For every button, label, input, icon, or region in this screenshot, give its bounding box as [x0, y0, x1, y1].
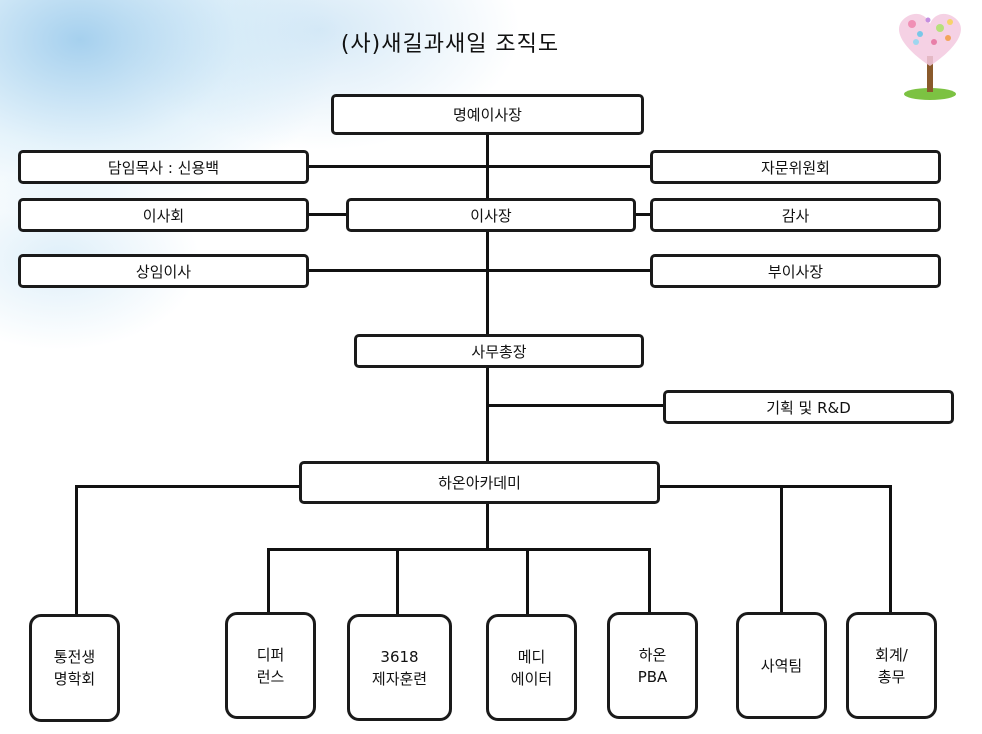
unit-difference: 디퍼 런스	[225, 612, 316, 719]
secretary-general-box: 사무총장	[354, 334, 644, 368]
unit-difference-line2: 런스	[256, 667, 285, 686]
connector-academy-left	[75, 485, 301, 488]
unit-medi: 메디 에이터	[486, 614, 577, 721]
connector-main-1	[486, 133, 489, 203]
unit-disciple: 3618 제자훈련	[347, 614, 452, 721]
advisory-box: 자문위원회	[650, 150, 941, 184]
planning-box: 기획 및 R&D	[663, 390, 954, 424]
unit-disciple-line2: 제자훈련	[371, 669, 428, 688]
connector-tongjeon-drop	[75, 485, 78, 616]
advisory-label: 자문위원회	[760, 158, 830, 177]
connector-pba-drop	[648, 548, 651, 613]
unit-mission: 사역팀	[736, 612, 827, 719]
vice-chair-box: 부이사장	[650, 254, 941, 288]
audit-label: 감사	[781, 206, 810, 225]
chair-label: 이사장	[470, 206, 512, 225]
connector-pastor	[307, 165, 652, 168]
board-box: 이사회	[18, 198, 309, 232]
academy-box: 하온아카데미	[299, 461, 660, 504]
unit-medi-line2: 에이터	[510, 669, 553, 688]
board-label: 이사회	[142, 206, 185, 225]
vice-chair-label: 부이사장	[767, 262, 824, 281]
connector-board	[307, 213, 348, 216]
unit-haon-pba-line1: 하온	[638, 645, 667, 664]
audit-box: 감사	[650, 198, 941, 232]
connector-standing	[307, 269, 652, 272]
academy-label: 하온아카데미	[438, 474, 521, 492]
unit-accounting-line1: 회계/	[875, 645, 908, 664]
unit-mission-line1: 사역팀	[760, 656, 803, 675]
connector-academy-right	[658, 485, 892, 488]
unit-tongjeon: 통전생 명학회	[29, 614, 120, 722]
honorary-chair-box: 명예이사장	[331, 94, 644, 135]
pastor-label: 담임목사 : 신용백	[107, 158, 220, 177]
secretary-general-label: 사무총장	[471, 342, 527, 361]
chair-box: 이사장	[346, 198, 636, 232]
connector-disciple-drop	[396, 548, 399, 615]
pastor-box: 담임목사 : 신용백	[18, 150, 309, 184]
unit-tongjeon-line2: 명학회	[53, 670, 96, 688]
connector-branch-bar	[267, 548, 651, 551]
connector-accounting-drop	[889, 485, 892, 613]
unit-disciple-line1: 3618	[380, 647, 419, 666]
connector-audit	[634, 213, 652, 216]
connector-main-2	[486, 229, 489, 336]
connector-difference-drop	[267, 548, 270, 613]
unit-haon-pba-line2: PBA	[637, 667, 668, 686]
connector-main-4	[486, 502, 489, 550]
honorary-chair-label: 명예이사장	[452, 106, 522, 124]
connector-medi-drop	[526, 548, 529, 615]
planning-label: 기획 및 R&D	[766, 398, 851, 417]
connector-planning	[487, 404, 665, 407]
standing-director-label: 상임이사	[135, 262, 192, 281]
unit-medi-line1: 메디	[517, 647, 546, 666]
connector-mission-drop	[780, 485, 783, 613]
connector-main-3	[486, 366, 489, 462]
page-title: (사)새길과새일 조직도	[340, 32, 560, 57]
standing-director-box: 상임이사	[18, 254, 309, 288]
unit-haon-pba: 하온 PBA	[607, 612, 698, 719]
unit-tongjeon-line1: 통전생	[53, 648, 96, 666]
heart-tree-icon	[899, 13, 961, 100]
unit-accounting: 회계/ 총무	[846, 612, 937, 719]
unit-difference-line1: 디퍼	[256, 645, 285, 664]
unit-accounting-line2: 총무	[877, 667, 906, 686]
